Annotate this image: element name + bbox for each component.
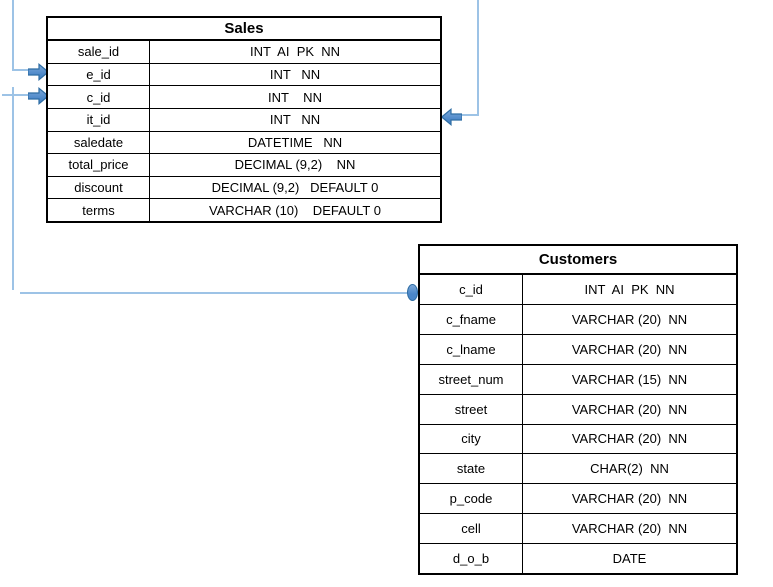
field-name: saledate [48, 131, 150, 154]
table-row: c_id INT NN [48, 86, 440, 109]
table-row: sale_id INT AI PK NN [48, 41, 440, 64]
relationship-endpoint-dot [407, 284, 418, 301]
fk-line-c-id-horizontal-top [2, 94, 30, 96]
field-name: terms [48, 199, 150, 221]
table-row: city VARCHAR (20) NN [420, 424, 736, 455]
field-type: VARCHAR (20) NN [571, 341, 688, 357]
field-name: c_id [48, 86, 150, 108]
table-row: state CHAR(2) NN [420, 454, 736, 485]
table-row: street VARCHAR (20) NN [420, 394, 736, 425]
table-row: discount DECIMAL (9,2) DEFAULT 0 [48, 176, 440, 200]
table-row: total_price DECIMAL (9,2) NN [48, 154, 440, 177]
field-type: DATETIME NN [247, 134, 343, 150]
fk-line-e-id-vertical [12, 0, 14, 70]
left-arrow-icon [441, 108, 462, 126]
field-name: street_num [420, 364, 523, 394]
field-name: c_id [420, 275, 523, 304]
table-row: it_id INT NN [48, 108, 440, 132]
sales-table: Sales sale_id INT AI PK NN e_id INT NN c… [46, 16, 442, 223]
field-name: d_o_b [420, 544, 523, 574]
right-arrow-icon [28, 87, 49, 105]
fk-line-e-id-horizontal [12, 69, 30, 71]
fk-line-it-id-vertical [477, 0, 479, 115]
field-name: discount [48, 176, 150, 199]
field-name: state [420, 454, 523, 484]
field-type: INT NN [269, 66, 321, 82]
customers-table: Customers c_id INT AI PK NN c_fname VARC… [418, 244, 738, 575]
fk-line-c-id-horizontal-bottom [20, 292, 410, 294]
field-type: VARCHAR (20) NN [571, 491, 688, 507]
field-type: VARCHAR (15) NN [571, 371, 688, 387]
table-row: c_id INT AI PK NN [420, 275, 736, 305]
field-type: DECIMAL (9,2) DEFAULT 0 [211, 180, 379, 196]
field-type: CHAR(2) NN [590, 461, 669, 477]
field-type: INT AI PK NN [584, 281, 675, 297]
field-type: INT NN [269, 112, 321, 128]
fk-line-it-id-horizontal [460, 114, 479, 116]
table-row: p_code VARCHAR (20) NN [420, 484, 736, 515]
field-name: sale_id [48, 41, 150, 63]
field-name: p_code [420, 484, 523, 514]
field-type: DECIMAL (9,2) NN [234, 157, 356, 173]
table-row: c_lname VARCHAR (20) NN [420, 334, 736, 365]
right-arrow-icon [28, 63, 49, 81]
field-type: INT NN [268, 89, 322, 105]
field-name: city [420, 424, 523, 454]
field-name: e_id [48, 63, 150, 86]
field-name: c_lname [420, 334, 523, 364]
table-row: cell VARCHAR (20) NN [420, 514, 736, 545]
sales-table-title: Sales [48, 18, 440, 41]
table-row: e_id INT NN [48, 63, 440, 87]
customers-table-title: Customers [420, 246, 736, 275]
field-type: VARCHAR (20) NN [571, 401, 688, 417]
field-name: c_fname [420, 304, 523, 334]
field-type: DATE [612, 551, 647, 567]
field-type: INT AI PK NN [249, 44, 341, 60]
table-row: terms VARCHAR (10) DEFAULT 0 [48, 199, 440, 221]
field-type: VARCHAR (20) NN [571, 521, 688, 537]
field-name: total_price [48, 154, 150, 176]
field-type: VARCHAR (20) NN [571, 311, 688, 327]
fk-line-c-id-vertical [12, 87, 14, 290]
field-name: cell [420, 514, 523, 544]
field-type: VARCHAR (20) NN [571, 431, 688, 447]
table-row: d_o_b DATE [420, 544, 736, 574]
table-row: saledate DATETIME NN [48, 131, 440, 155]
table-row: c_fname VARCHAR (20) NN [420, 304, 736, 335]
field-name: it_id [48, 108, 150, 131]
table-row: street_num VARCHAR (15) NN [420, 364, 736, 395]
field-type: VARCHAR (10) DEFAULT 0 [209, 202, 381, 218]
field-name: street [420, 394, 523, 424]
